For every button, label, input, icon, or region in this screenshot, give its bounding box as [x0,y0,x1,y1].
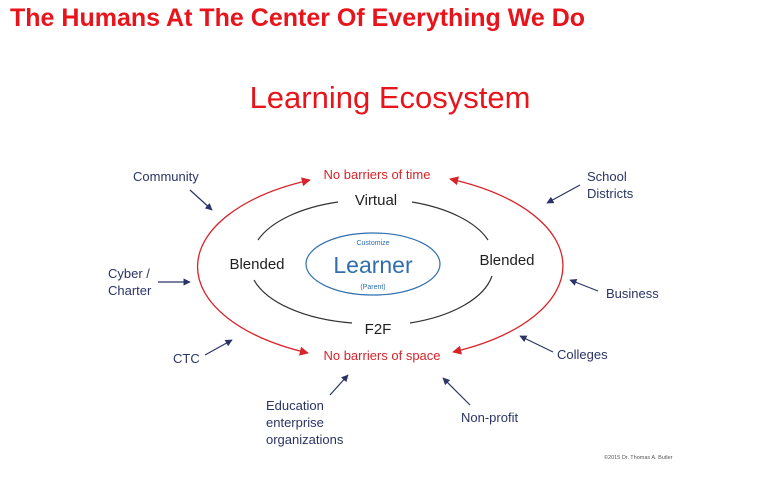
copyright-credit: ©2015 Dr. Thomas A. Butler [604,454,673,461]
ctc-label: CTC [173,351,200,366]
no-barriers-time-label: No barriers of time [324,167,431,182]
education-line-2: enterprise [266,415,324,430]
learner-ellipse [305,232,441,296]
outer-ring-left-arc [196,177,311,356]
school-districts-line-2: Districts [587,186,634,201]
cyber-charter-line-1: Cyber / [108,266,150,281]
education-arrow [329,374,349,396]
diagram-title: Learning Ecosystem [250,80,531,115]
non-profit-arrow [442,377,471,406]
school-districts-arrow [546,184,581,204]
blended-left-label: Blended [229,256,284,273]
inner-ring-top-left-arc [257,201,339,241]
parent-label: (Parent) [360,284,385,291]
community-label: Community [133,169,199,184]
no-barriers-space-label: No barriers of space [323,348,440,363]
blended-right-label: Blended [479,252,534,269]
school-districts-label: School Districts [587,169,634,201]
inner-ring-bottom-left-arc [253,279,353,324]
business-arrow [569,279,599,292]
ctc-arrow [204,339,233,356]
inner-ring-top-right-arc [411,201,489,241]
school-districts-line-1: School [587,169,627,184]
virtual-label: Virtual [355,192,397,209]
f2f-label: F2F [365,321,392,338]
education-line-3: organizations [266,432,344,447]
inner-ring-bottom-right-arc [409,275,493,324]
page-headline: The Humans At The Center Of Everything W… [10,4,586,32]
cyber-charter-line-2: Charter [108,283,152,298]
outer-ring-right-arc [449,176,564,355]
education-label: Education enterprise organizations [266,398,344,447]
colleges-arrow [519,335,554,353]
business-label: Business [606,286,659,301]
customize-label: Customize [356,240,389,247]
cyber-charter-label: Cyber / Charter [108,266,154,298]
education-line-1: Education [266,398,324,413]
learner-label: Learner [333,252,413,278]
community-arrow [189,189,213,211]
colleges-label: Colleges [557,347,608,362]
non-profit-label: Non-profit [461,410,518,425]
